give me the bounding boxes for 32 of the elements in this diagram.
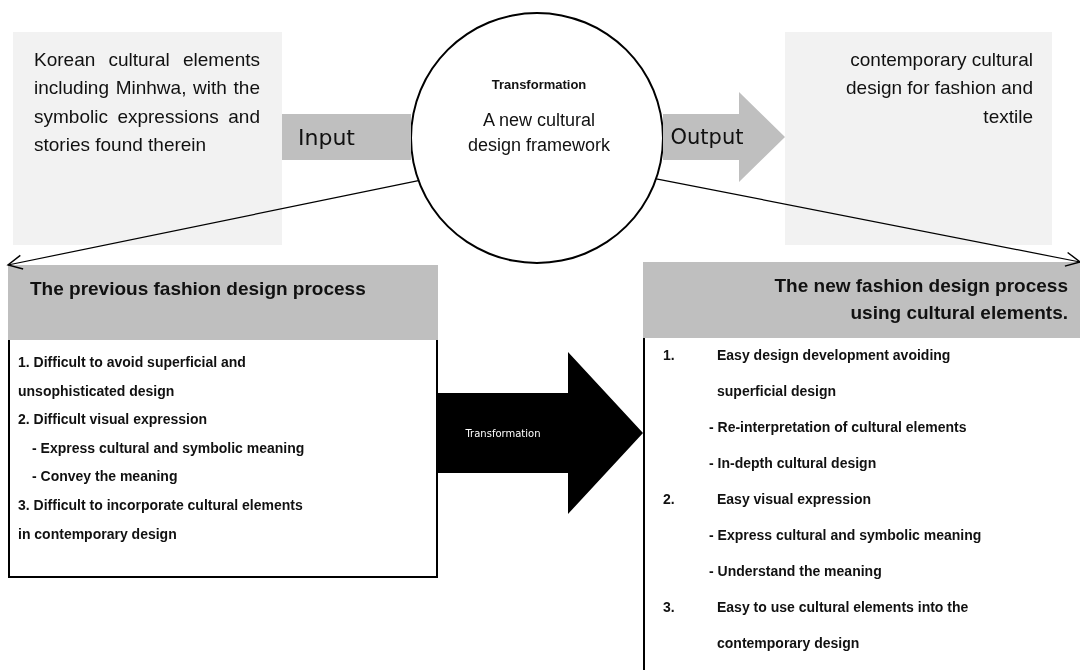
list-box	[8, 340, 438, 578]
list-number: 1.	[663, 346, 675, 365]
list-item: - Express cultural and symbolic meaning	[709, 526, 982, 545]
list-item: 2. Difficult visual expression	[18, 410, 208, 429]
leader-line	[655, 178, 1080, 267]
circle-text: A new cultural design framework	[466, 109, 612, 157]
content-box	[13, 32, 282, 245]
edge-label: Output	[670, 125, 744, 149]
box-text: contemporary cultural design for fashion and textile	[845, 48, 1033, 129]
block-arrow	[438, 352, 643, 514]
list-item: - Express cultural and symbolic meaning	[32, 439, 305, 458]
edge-label: Transformation	[465, 427, 541, 439]
edge-label: Input	[298, 124, 355, 150]
block-arrow	[663, 92, 785, 182]
list-number: 2.	[663, 490, 675, 509]
list-item: - In-depth cultural design	[709, 454, 877, 473]
list-item: 1. Difficult to avoid superficial and unsophisticated design	[18, 353, 247, 401]
list-item: - Convey the meaning	[32, 467, 178, 486]
content-box	[785, 32, 1052, 245]
list-item: Easy design development avoiding superficial design	[717, 346, 952, 401]
leader-line	[7, 180, 420, 270]
list-item: Easy visual expression	[717, 490, 872, 509]
list-item: - Re-interpretation of cultural elements	[709, 418, 967, 437]
panel-heading: The previous fashion design process	[8, 265, 438, 340]
list-number: 3.	[663, 598, 675, 617]
box-text: Korean cultural elements including Minhwa, with the symbolic expressions and stories found therein	[34, 48, 260, 157]
band-connector	[282, 114, 411, 160]
list-item: 3. Difficult to incorporate cultural elements in contemporary design	[18, 496, 304, 544]
list-item: Easy to use cultural elements into the contemporary design	[717, 598, 970, 653]
list-item: - Understand the meaning	[709, 562, 882, 581]
circle-heading: Transformation	[490, 76, 588, 94]
panel-heading: The new fashion design process using cultural elements.	[643, 262, 1080, 338]
